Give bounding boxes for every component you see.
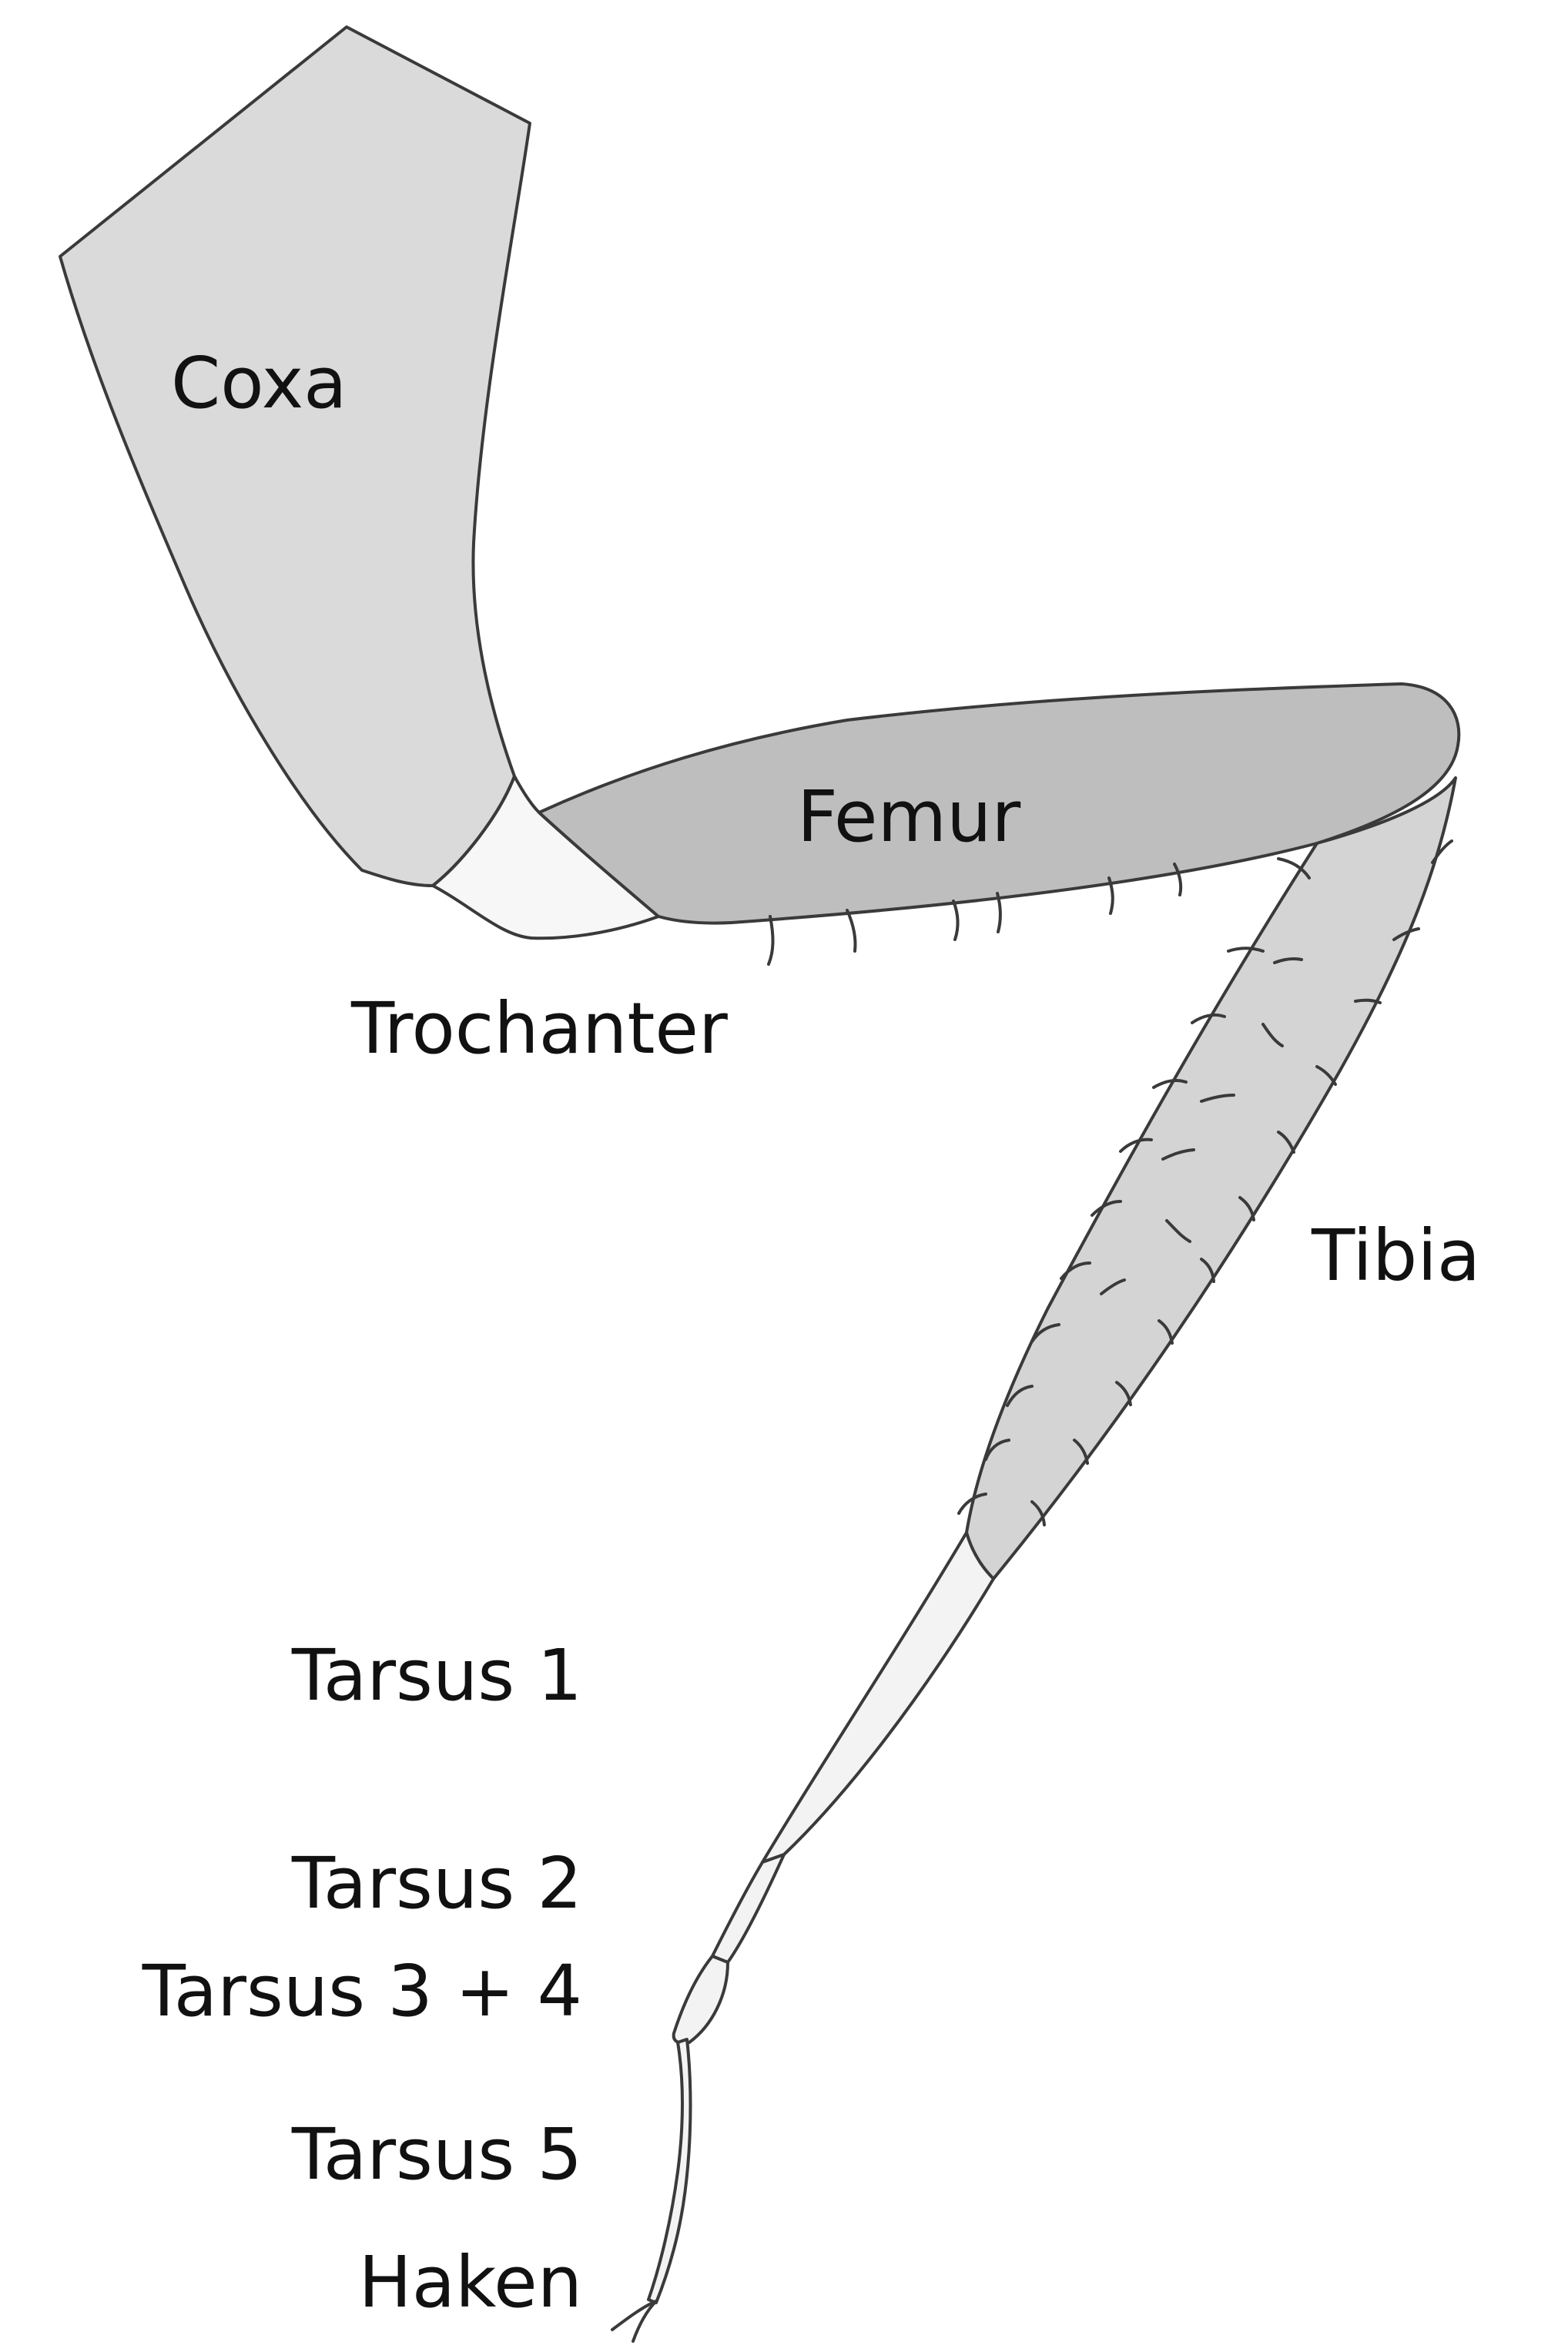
label-tibia: Tibia [1312,1221,1480,1292]
claw-left [612,2301,656,2330]
tibia-hair [1228,948,1263,951]
label-tarsus-5: Tarsus 5 [77,2119,582,2190]
tarsus-2-segment [712,1854,784,1962]
coxa-segment [60,27,530,886]
tibia-segment [967,778,1456,1579]
femur-hair [1109,878,1113,913]
label-haken: Haken [77,2247,582,2318]
label-tarsus-3-4: Tarsus 3 + 4 [77,1956,582,2027]
label-coxa: Coxa [171,348,347,419]
tarsus-5-segment [648,2039,690,2303]
femur-hair [769,916,773,964]
label-trochanter: Trochanter [351,993,728,1064]
label-tarsus-1: Tarsus 1 [77,1640,582,1711]
tarsus-3-4-segment [674,1956,728,2043]
femur-hair [997,893,1000,932]
label-tarsus-2: Tarsus 2 [77,1848,582,1919]
femur-hair [847,910,856,951]
tarsus-1-segment [762,1533,993,1862]
femur-hair [953,901,958,940]
label-femur: Femur [797,782,1020,853]
